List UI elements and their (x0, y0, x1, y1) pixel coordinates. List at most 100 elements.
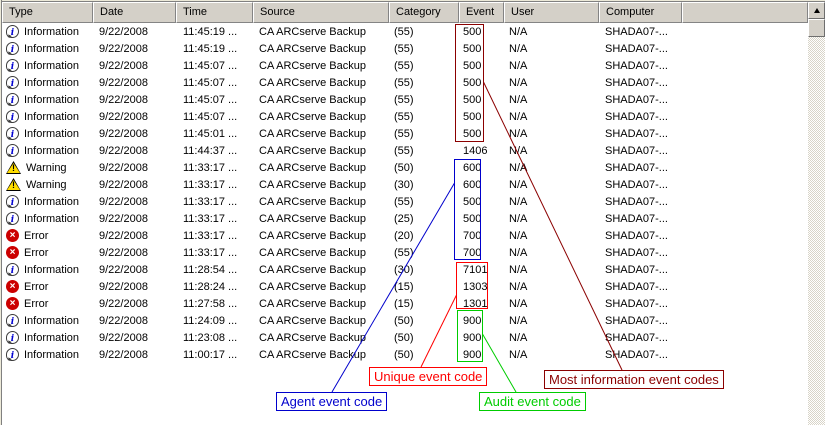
cell-type: Information (2, 59, 93, 72)
cell-category: (55) (394, 76, 414, 89)
cell-event: 900 (463, 348, 482, 361)
error-icon (6, 297, 19, 310)
cell-type: Warning (2, 178, 93, 191)
cell-user: N/A (509, 297, 528, 310)
cell-source: CA ARCserve Backup (259, 42, 366, 55)
cell-date: 9/22/2008 (99, 246, 148, 259)
cell-date: 9/22/2008 (99, 42, 148, 55)
type-label: Information (24, 59, 80, 72)
column-header-computer[interactable]: Computer (599, 2, 682, 23)
cell-user: N/A (509, 25, 528, 38)
cell-time: 11:28:24 ... (183, 280, 238, 293)
column-header-category[interactable]: Category (389, 2, 459, 23)
cell-category: (15) (394, 297, 414, 310)
cell-type: Error (2, 280, 93, 293)
cell-date: 9/22/2008 (99, 59, 148, 72)
cell-date: 9/22/2008 (99, 263, 148, 276)
cell-category: (55) (394, 25, 414, 38)
scroll-up-button[interactable] (808, 2, 825, 19)
cell-date: 9/22/2008 (99, 127, 148, 140)
cell-category: (15) (394, 280, 414, 293)
column-header-time[interactable]: Time (176, 2, 253, 23)
cell-event: 500 (463, 110, 482, 123)
cell-event: 500 (463, 93, 482, 106)
cell-date: 9/22/2008 (99, 144, 148, 157)
cell-computer: SHADA07-... (605, 229, 668, 242)
cell-computer: SHADA07-... (605, 246, 668, 259)
cell-date: 9/22/2008 (99, 280, 148, 293)
callout-agent-event-code: Agent event code (276, 392, 388, 411)
cell-date: 9/22/2008 (99, 93, 148, 106)
cell-time: 11:33:17 ... (183, 246, 238, 259)
cell-event: 600 (463, 178, 482, 191)
column-header-type[interactable]: Type (2, 2, 93, 23)
cell-event: 7101 (463, 263, 488, 276)
information-icon (6, 348, 19, 361)
cell-computer: SHADA07-... (605, 348, 668, 361)
cell-time: 11:00:17 ... (183, 348, 238, 361)
column-header-filler (682, 2, 808, 23)
cell-event: 500 (463, 195, 482, 208)
cell-time: 11:33:17 ... (183, 212, 238, 225)
information-icon (6, 144, 19, 157)
column-header-source[interactable]: Source (253, 2, 389, 23)
cell-category: (25) (394, 212, 414, 225)
warning-icon (6, 178, 21, 191)
type-label: Error (24, 229, 49, 242)
vertical-scrollbar[interactable] (808, 2, 825, 425)
warning-icon (6, 161, 21, 174)
type-label: Information (24, 127, 80, 140)
information-icon (6, 212, 19, 225)
scroll-up-icon (813, 5, 820, 13)
scroll-thumb[interactable] (808, 19, 825, 37)
cell-computer: SHADA07-... (605, 127, 668, 140)
cell-date: 9/22/2008 (99, 178, 148, 191)
type-label: Information (24, 314, 80, 327)
cell-user: N/A (509, 110, 528, 123)
type-label: Information (24, 195, 80, 208)
cell-user: N/A (509, 76, 528, 89)
cell-event: 500 (463, 212, 482, 225)
column-header-event[interactable]: Event (459, 2, 504, 23)
cell-computer: SHADA07-... (605, 263, 668, 276)
type-label: Information (24, 263, 80, 276)
cell-date: 9/22/2008 (99, 229, 148, 242)
cell-computer: SHADA07-... (605, 331, 668, 344)
type-label: Information (24, 331, 80, 344)
information-icon (6, 331, 19, 344)
information-icon (6, 195, 19, 208)
cell-user: N/A (509, 42, 528, 55)
cell-computer: SHADA07-... (605, 93, 668, 106)
cell-type: Information (2, 212, 93, 225)
column-header-user[interactable]: User (504, 2, 599, 23)
cell-date: 9/22/2008 (99, 25, 148, 38)
cell-event: 1303 (463, 280, 488, 293)
cell-user: N/A (509, 331, 528, 344)
cell-user: N/A (509, 161, 528, 174)
column-header-date[interactable]: Date (93, 2, 176, 23)
cell-type: Information (2, 348, 93, 361)
cell-computer: SHADA07-... (605, 280, 668, 293)
cell-time: 11:45:01 ... (183, 127, 238, 140)
